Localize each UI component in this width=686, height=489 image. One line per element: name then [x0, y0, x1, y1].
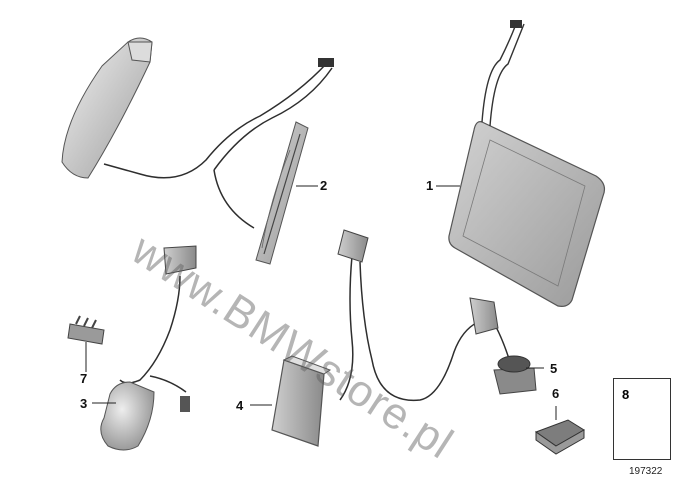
seat-pad-part — [448, 20, 606, 307]
callout-3: 3 — [80, 396, 88, 411]
cylinder-part — [100, 381, 155, 451]
bracket-part — [469, 297, 499, 335]
callout-7: 7 — [80, 371, 88, 386]
callout-8: 8 — [622, 387, 630, 402]
heating-panel-part — [255, 121, 309, 265]
switch-part — [534, 419, 585, 455]
plug-part — [119, 245, 197, 412]
callout-4: 4 — [236, 398, 244, 413]
callout-2: 2 — [320, 178, 328, 193]
backrest-shell-part — [61, 37, 153, 179]
callout-5: 5 — [550, 361, 558, 376]
sensor-knob-part — [493, 355, 537, 395]
diagram-number: 197322 — [629, 466, 663, 477]
control-unit-part — [271, 355, 332, 447]
legend-box: 8 — [613, 378, 671, 460]
callout-1: 1 — [426, 178, 434, 193]
callout-6: 6 — [552, 386, 560, 401]
cable-harness-upper — [103, 58, 334, 229]
middle-connector-part — [337, 229, 369, 263]
clip-part — [67, 315, 105, 345]
leader-lines — [85, 185, 557, 420]
